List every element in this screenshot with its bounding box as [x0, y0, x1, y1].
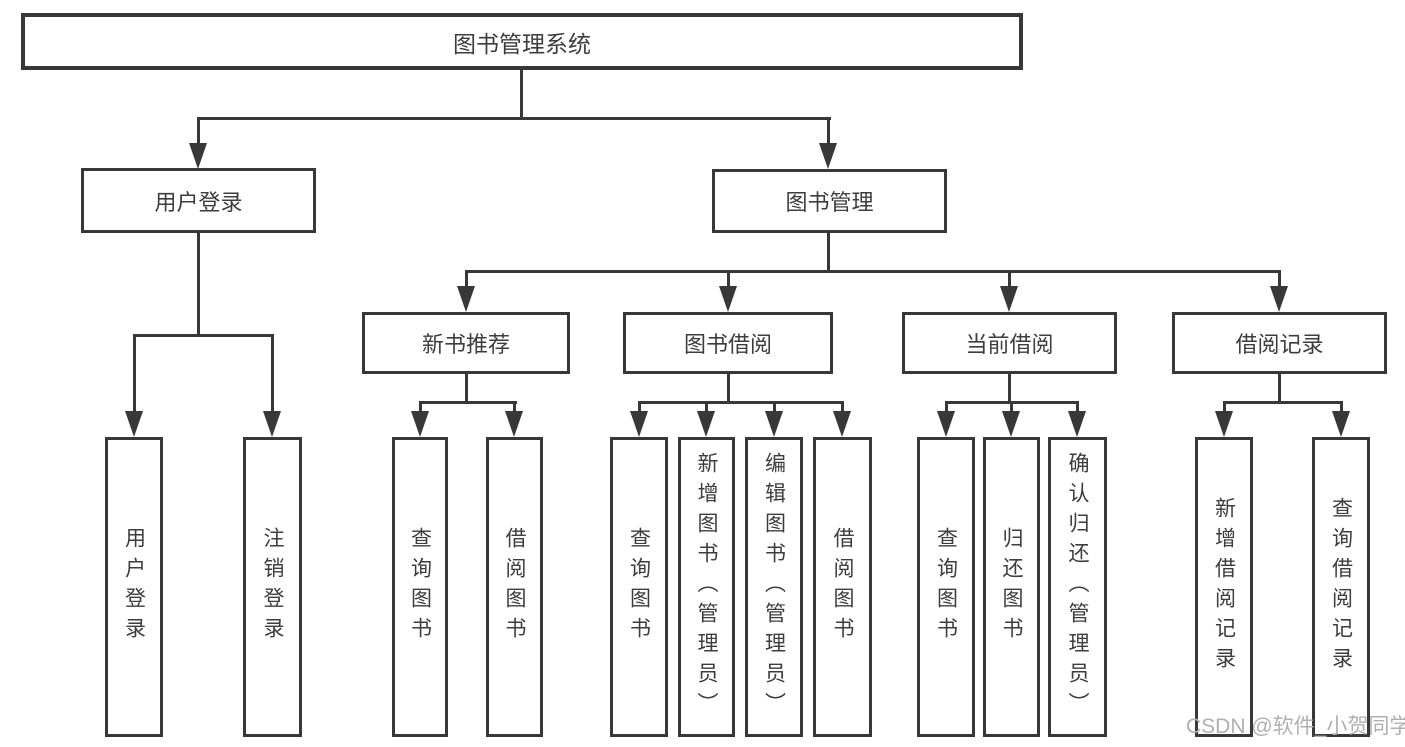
leaf-query-books-current: 查询图书	[917, 437, 975, 737]
connector-login-stub	[197, 233, 200, 337]
arrowhead-current-borrow	[1000, 286, 1018, 312]
connector-records-stub	[1278, 374, 1281, 404]
connector-mgmt-hline	[465, 270, 1281, 273]
leaf-borrow-books-newbook: 借阅图书	[486, 437, 543, 737]
arrowhead-nb-query-books	[411, 411, 429, 437]
connector-bb-leaf3-shaft	[773, 401, 776, 415]
arrowhead-cb-query-books	[937, 411, 955, 437]
leaf-borrow-books-borrow: 借阅图书	[813, 437, 872, 737]
leaf-query-books-newbook: 查询图书	[392, 437, 448, 737]
arrowhead-bb-edit-books	[765, 411, 783, 437]
connector-root-hline	[197, 117, 831, 120]
arrowhead-nb-borrow-books	[505, 411, 523, 437]
arrowhead-cb-confirm-return	[1068, 411, 1086, 437]
connector-login-shaft	[197, 117, 200, 149]
leaf-query-borrow-record: 查询借阅记录	[1312, 437, 1370, 737]
leaf-add-borrow-record: 新增借阅记录	[1195, 437, 1253, 737]
connector-current-shaft	[1008, 270, 1011, 292]
connector-br-leaf2-shaft	[1340, 401, 1343, 415]
csdn-watermark: CSDN @软件_小贺同学	[1186, 715, 1405, 738]
leaf-edit-books-admin: 编辑图书（管理员）	[745, 437, 803, 737]
leaf-user-login: 用户登录	[105, 437, 163, 737]
connector-mgmt-shaft	[827, 117, 830, 149]
connector-cb-leaf1-shaft	[945, 401, 948, 415]
connector-mgmt-stub	[827, 233, 830, 273]
connector-leaf-login-shaft	[133, 334, 136, 414]
leaf-return-books: 归还图书	[983, 437, 1040, 737]
connector-borrow-shaft	[727, 270, 730, 292]
node-borrow-records: 借阅记录	[1172, 312, 1387, 374]
arrowhead-user-login	[189, 143, 207, 169]
connector-bb-leaf2-shaft	[705, 401, 708, 415]
node-book-management: 图书管理	[712, 169, 947, 233]
connector-cb-leaf3-shaft	[1076, 401, 1079, 415]
connector-cb-leaf2-shaft	[1010, 401, 1013, 415]
node-current-borrow: 当前借阅	[902, 312, 1117, 374]
connector-br-leaf1-shaft	[1223, 401, 1226, 415]
connector-bb-leaf4-shaft	[841, 401, 844, 415]
connector-nb-leaf1-shaft	[419, 401, 422, 415]
leaf-confirm-return-admin: 确认归还（管理员）	[1048, 437, 1107, 737]
connector-borrow-hline	[638, 401, 844, 404]
node-user-login: 用户登录	[81, 168, 316, 233]
leaf-logout: 注销登录	[243, 437, 302, 737]
connector-records-hline	[1223, 401, 1343, 404]
arrowhead-leaf-login	[125, 411, 143, 437]
arrowhead-bb-borrow-books	[833, 411, 851, 437]
connector-borrow-stub	[727, 374, 730, 404]
arrowhead-bb-query-books	[630, 411, 648, 437]
arrowhead-new-book-recommend	[457, 286, 475, 312]
arrowhead-borrow-records	[1270, 286, 1288, 312]
leaf-query-books-borrow: 查询图书	[610, 437, 668, 737]
arrowhead-br-add-record	[1215, 411, 1233, 437]
connector-newbook-shaft	[465, 270, 468, 292]
arrowhead-leaf-logout	[263, 411, 281, 437]
connector-nb-leaf2-shaft	[513, 401, 516, 415]
arrowhead-cb-return-books	[1002, 411, 1020, 437]
connector-records-shaft	[1278, 270, 1281, 292]
node-library-management-system: 图书管理系统	[21, 13, 1023, 70]
arrowhead-book-management	[819, 143, 837, 169]
connector-leaf-logout-shaft	[271, 334, 274, 414]
connector-newbook-hline	[419, 401, 517, 404]
connector-bb-leaf1-shaft	[638, 401, 641, 415]
arrowhead-bb-add-books	[697, 411, 715, 437]
leaf-add-books-admin: 新增图书（管理员）	[678, 437, 735, 737]
arrowhead-book-borrow	[719, 286, 737, 312]
connector-current-stub	[1008, 374, 1011, 404]
connector-newbook-stub	[465, 374, 468, 404]
node-book-borrow: 图书借阅	[623, 312, 833, 374]
arrowhead-br-query-record	[1332, 411, 1350, 437]
connector-login-hline	[133, 334, 274, 337]
node-new-book-recommend: 新书推荐	[362, 312, 570, 374]
connector-root-stub	[520, 69, 523, 119]
